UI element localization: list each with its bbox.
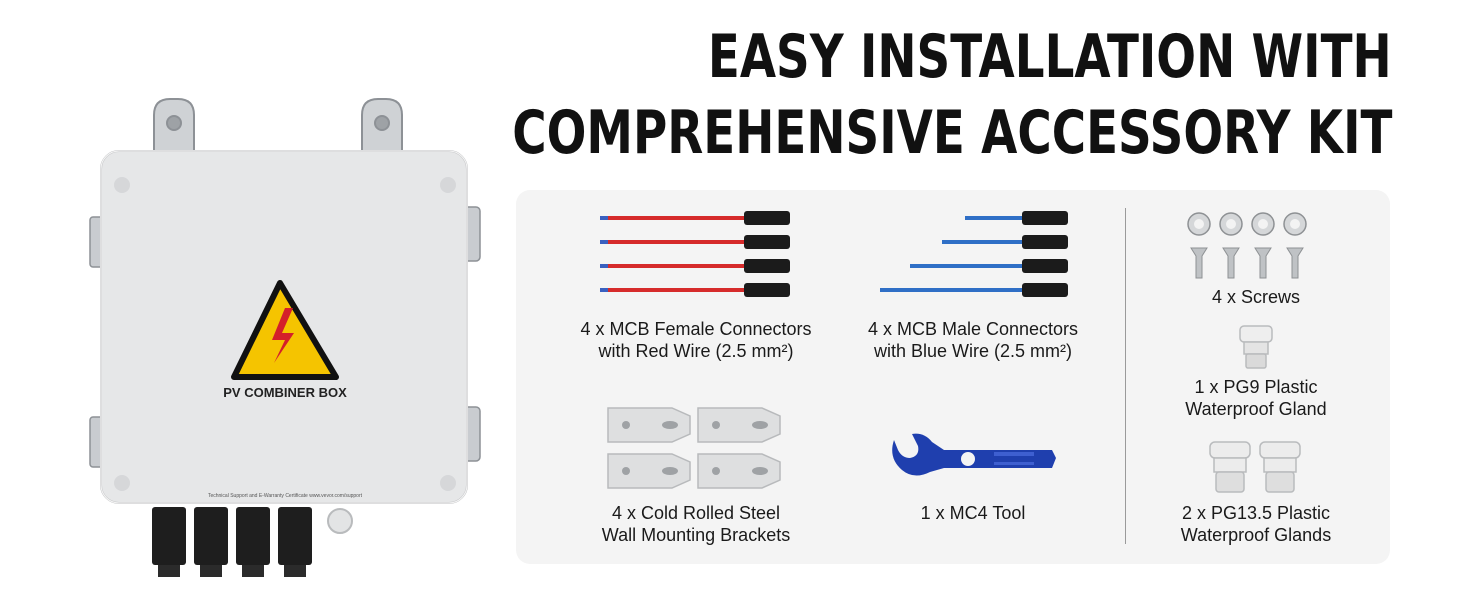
mc4-tool-caption: 1 x MC4 Tool	[920, 503, 1026, 523]
pg9-gland-image	[1239, 325, 1273, 369]
box-fine-print: Technical Support and E-Warranty Certifi…	[208, 493, 363, 499]
mc4-tool-image	[892, 433, 1056, 476]
screws-image	[1187, 212, 1307, 279]
headline-line-2: COMPREHENSIVE ACCESSORY KIT	[511, 98, 1392, 168]
cable-gland	[327, 508, 353, 534]
screws-caption: 4 x Screws	[1211, 287, 1301, 307]
headline-line-1: EASY INSTALLATION WITH	[708, 22, 1392, 92]
accessory-kit-panel	[516, 190, 1390, 564]
red-wire-connectors-image	[600, 211, 790, 297]
high-voltage-warning-icon	[231, 280, 339, 380]
bottom-connectors	[152, 507, 312, 577]
pv-combiner-box-image: PV COMBINER BOX Technical Support and E-…	[89, 98, 481, 577]
blue-wire-connectors-image	[880, 211, 1068, 297]
mounting-brackets-image	[607, 407, 781, 489]
box-label: PV COMBINER BOX	[223, 385, 347, 400]
pg13-glands-image	[1209, 441, 1301, 493]
panel-divider	[1125, 208, 1126, 544]
